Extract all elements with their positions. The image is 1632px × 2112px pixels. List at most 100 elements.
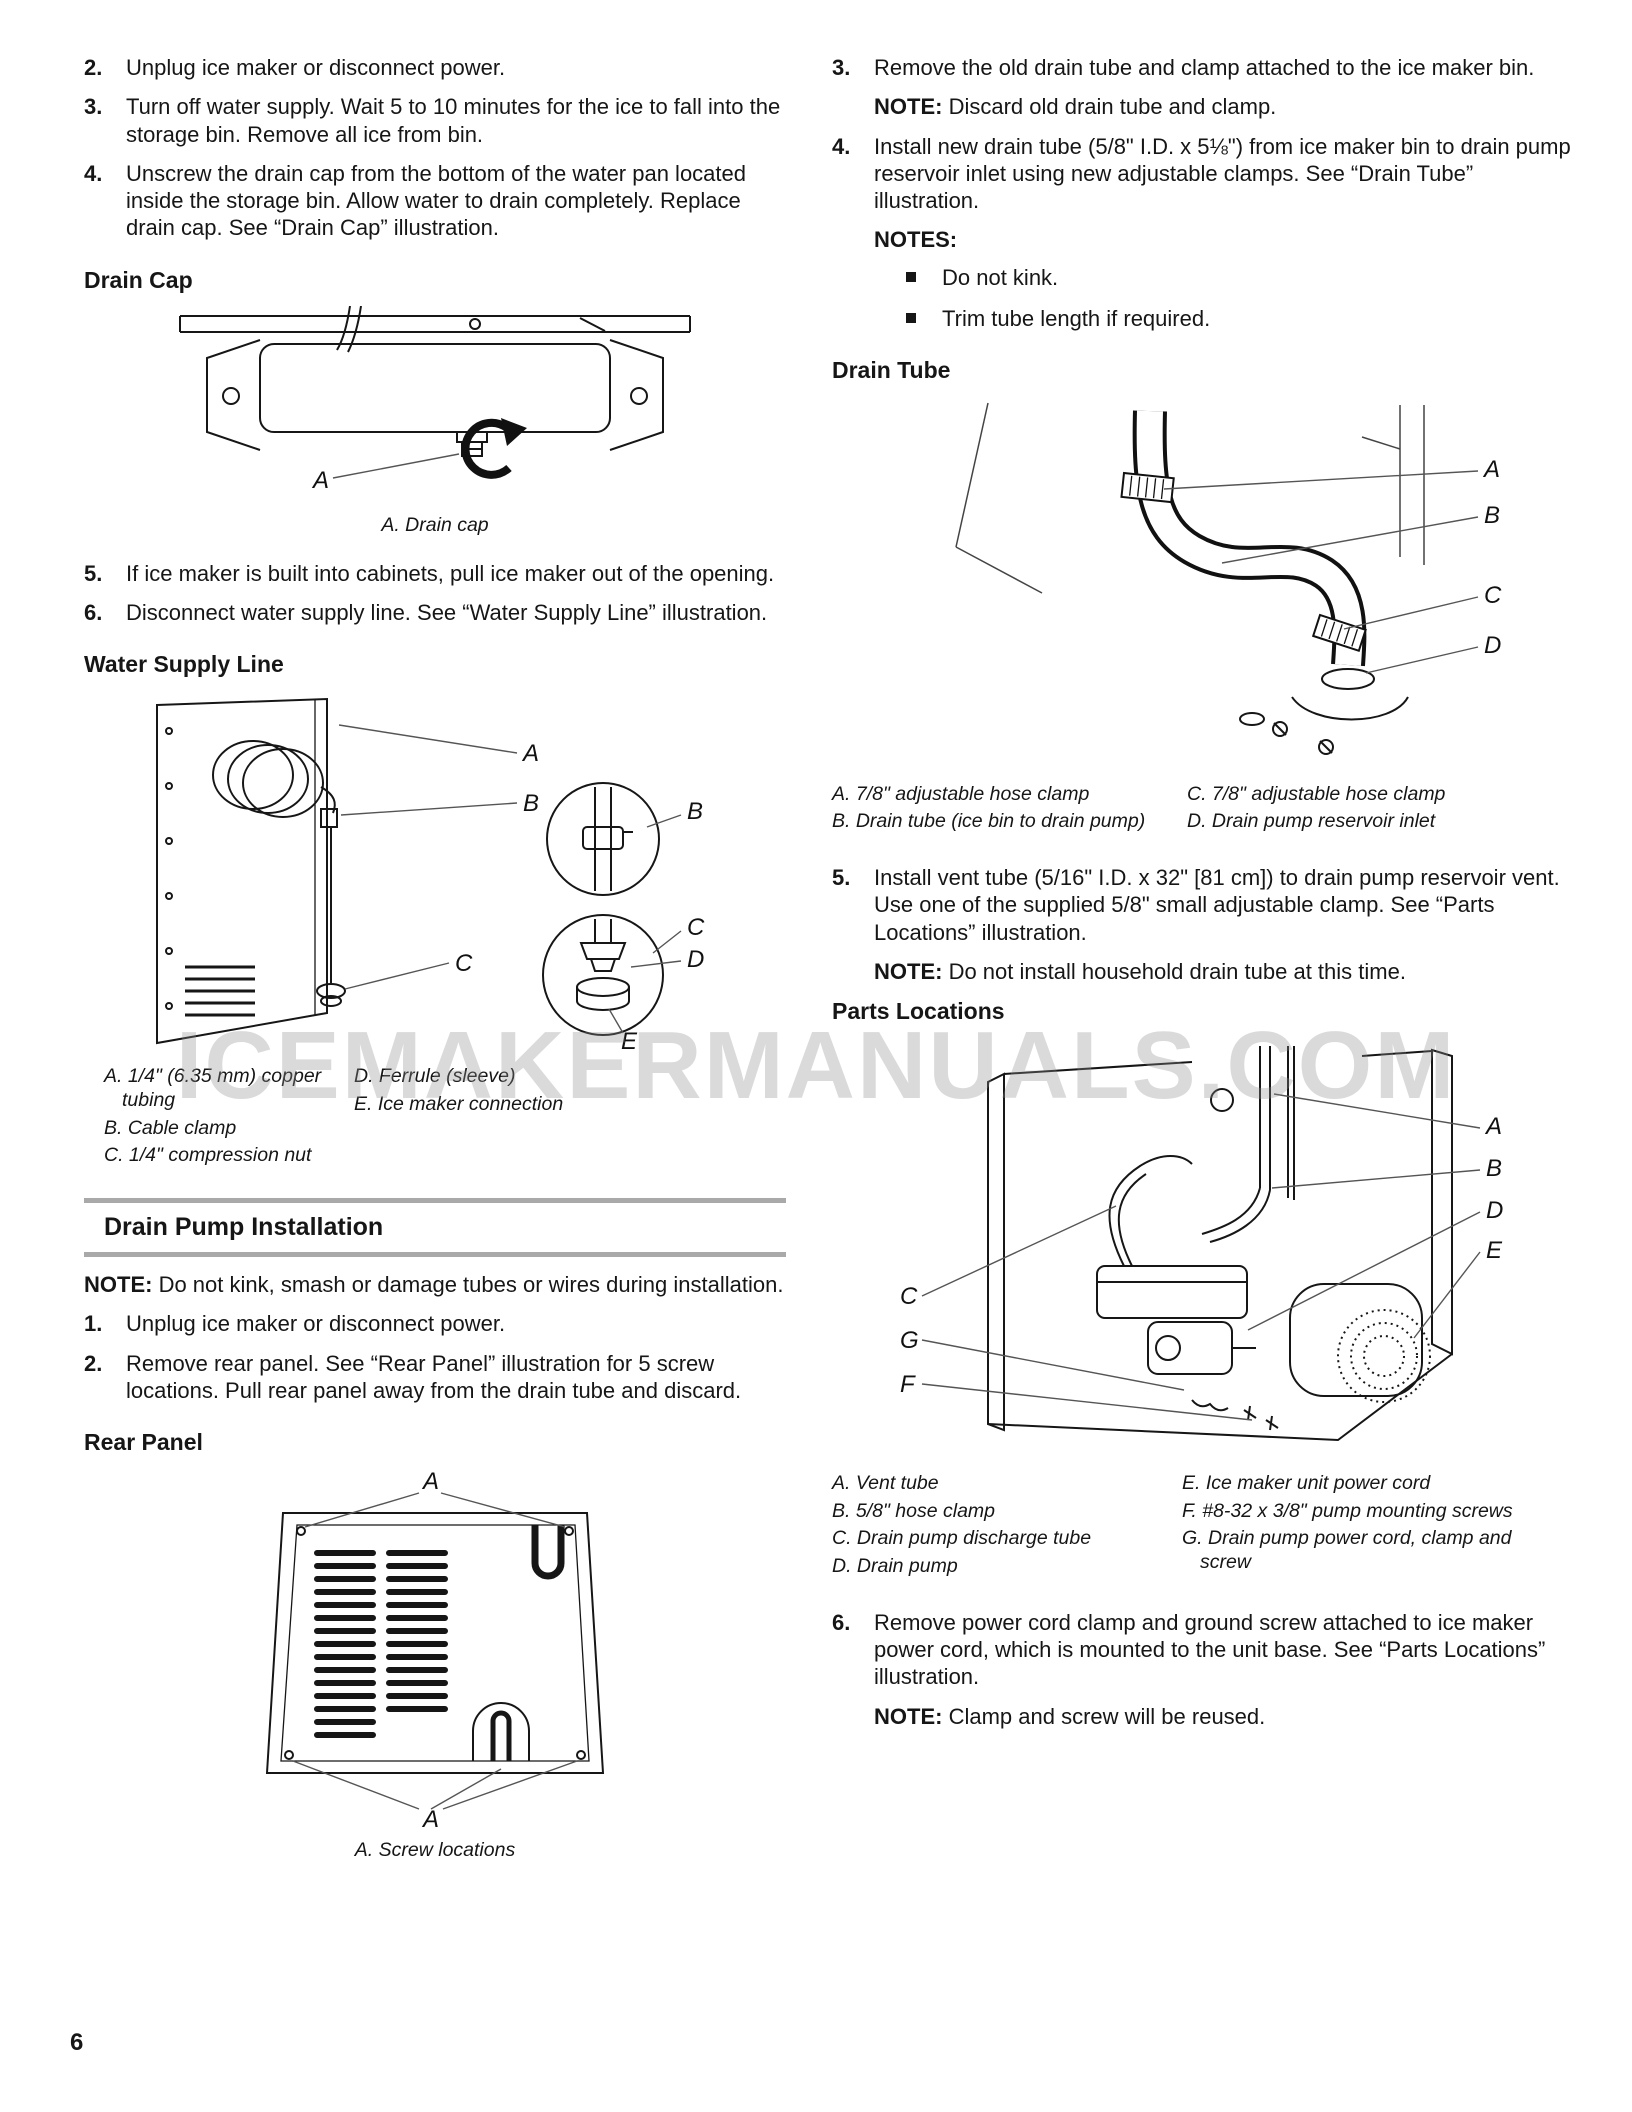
step-number: 2. <box>84 1350 103 1376</box>
step-number: 6. <box>84 600 103 626</box>
note: NOTE: Discard old drain tube and clamp. <box>874 93 1572 120</box>
step-text: Unplug ice maker or disconnect power. <box>126 1311 506 1337</box>
note-text: Discard old drain tube and clamp. <box>942 94 1277 120</box>
list-item: 4. Unscrew the drain cap from the bottom… <box>84 160 786 242</box>
rear-panel-heading: Rear Panel <box>84 1429 203 1456</box>
figure-label-d: D <box>1484 632 1501 659</box>
bullet-text: Do not kink. <box>942 264 1059 290</box>
caption-line: B. 5/8" hose clamp <box>832 1499 996 1522</box>
caption-line: C. Drain pump discharge tube <box>832 1527 1092 1550</box>
caption-line: B. Drain tube (ice bin to drain pump) <box>832 810 1146 833</box>
page-number: 6 <box>70 2029 84 2056</box>
step-text: Disconnect water supply line. See “Water… <box>126 600 768 626</box>
compressor-and-cord-coil <box>1289 1282 1431 1403</box>
figure-label-e: E <box>621 1028 638 1051</box>
step-number: 5. <box>84 560 103 586</box>
pump-reservoir-inlet <box>1239 667 1409 755</box>
rear-panel-illustration: A A <box>265 1469 605 1829</box>
list-item: 4. Install new drain tube (5/8" I.D. x 5… <box>832 133 1572 215</box>
step-number: 3. <box>832 55 851 80</box>
list-item: 6. Disconnect water supply line. See “Wa… <box>84 599 786 626</box>
water-supply-heading: Water Supply Line <box>84 651 284 678</box>
base-hardware <box>1191 1399 1279 1430</box>
figure-label-b-detail: B <box>687 798 703 825</box>
leader-lines <box>292 1491 578 1810</box>
water-supply-figure: A B C B C D E A. 1/4" (6.35 mm) copper t… <box>84 691 786 1172</box>
note-label: NOTE: <box>84 1272 153 1298</box>
vent-slats <box>314 1549 448 1738</box>
note-text: Do not install household drain tube at t… <box>942 959 1406 984</box>
ice-maker-back-panel <box>156 697 328 1045</box>
caption-line: E. Ice maker unit power cord <box>1182 1471 1431 1494</box>
leader-lines <box>338 724 682 1034</box>
caption-line: G. Drain pump power cord, clamp and scre… <box>1182 1527 1512 1574</box>
hose-clamp-bottom <box>1311 613 1367 652</box>
step-text: Install vent tube (5/16" I.D. x 32" [81 … <box>874 865 1560 945</box>
list-item: 5. Install vent tube (5/16" I.D. x 32" [… <box>832 864 1572 946</box>
list-item: 2. Remove rear panel. See “Rear Panel” i… <box>84 1350 786 1405</box>
rear-panel-outline <box>265 1511 605 1774</box>
figure-label-b: B <box>523 790 539 817</box>
step-text: Unplug ice maker or disconnect power. <box>126 55 506 80</box>
step-number: 4. <box>832 133 851 159</box>
section-rule-bottom <box>84 1252 786 1258</box>
figure-captions: A. 7/8" adjustable hose clamp B. Drain t… <box>832 783 1572 839</box>
parts-locations-figure: A B D E C G F A. Vent tube B. 5/8" hose … <box>832 1038 1572 1583</box>
bullet-square-icon <box>906 312 916 323</box>
drain-cap-figure: A A. Drain cap <box>84 306 786 538</box>
figure-label-f: F <box>900 1371 916 1398</box>
figure-caption: A. Screw locations <box>354 1838 516 1861</box>
step-text: Turn off water supply. Wait 5 to 10 minu… <box>126 94 781 147</box>
cabinet-outline <box>987 1048 1453 1441</box>
note-label: NOTE: <box>874 959 943 984</box>
drain-pump-section-header: Drain Pump Installation <box>84 1198 786 1258</box>
figure-label-b: B <box>1484 502 1500 529</box>
caption-line: B. Cable clamp <box>104 1116 237 1139</box>
list-item: 6. Remove power cord clamp and ground sc… <box>832 1609 1572 1691</box>
drain-tube-cutout <box>472 1701 530 1761</box>
notes-label: NOTES: <box>874 227 958 253</box>
rear-panel-figure: A A A. Screw locations <box>84 1469 786 1863</box>
leader-lines <box>921 1093 1481 1421</box>
list-item: 3. Remove the old drain tube and clamp a… <box>832 54 1572 81</box>
figure-captions: A. Vent tube B. 5/8" hose clamp C. Drain… <box>832 1472 1572 1583</box>
caption-line: D. Ferrule (sleeve) <box>354 1064 516 1087</box>
step-text: If ice maker is built into cabinets, pul… <box>126 560 775 586</box>
copper-tubing-coil <box>212 739 346 1007</box>
list-item: 5. If ice maker is built into cabinets, … <box>84 560 786 587</box>
bullet-text: Trim tube length if required. <box>942 305 1211 331</box>
figure-label-a: A <box>1484 1113 1502 1140</box>
note-label: NOTE: <box>874 94 943 120</box>
note: NOTE: Do not kink, smash or damage tubes… <box>84 1271 786 1298</box>
step-number: 1. <box>84 1311 103 1337</box>
caption-line: D. Drain pump reservoir inlet <box>1187 810 1436 833</box>
caption-line: A. 1/4" (6.35 mm) copper tubing <box>104 1064 322 1111</box>
compression-fitting-detail <box>542 913 664 1036</box>
water-supply-illustration: A B C B C D E <box>156 697 705 1051</box>
hose-clamp-top <box>1120 471 1175 503</box>
caption-line: C. 1/4" compression nut <box>104 1144 312 1167</box>
figure-label-a: A <box>311 467 329 494</box>
bullet-item: Do not kink. <box>906 264 1572 291</box>
note: NOTE: Clamp and screw will be reused. <box>874 1703 1572 1730</box>
parts-locations-illustration: A B D E C G F <box>900 1045 1503 1441</box>
vent-tube-and-cord <box>1201 1045 1295 1243</box>
step-text: Remove power cord clamp and ground screw… <box>874 1609 1546 1690</box>
drain-cap-illustration: A <box>179 306 691 494</box>
figure-label-c-detail: C <box>687 914 705 941</box>
left-column: 2. Unplug ice maker or disconnect power.… <box>84 54 786 1884</box>
figure-label-a: A <box>1482 456 1500 483</box>
step-number: 2. <box>84 55 103 80</box>
note: NOTE: Do not install household drain tub… <box>874 958 1572 985</box>
bullet-square-icon <box>906 271 916 282</box>
rotation-arrow-icon <box>461 418 527 479</box>
note-label: NOTE: <box>874 1703 943 1729</box>
step-number: 3. <box>84 94 103 120</box>
caption-line: D. Drain pump <box>832 1555 958 1578</box>
figure-label-g: G <box>900 1327 919 1354</box>
step-text: Install new drain tube (5/8" I.D. x 5⅛")… <box>874 133 1571 214</box>
list-item: 2. Unplug ice maker or disconnect power. <box>84 54 786 81</box>
caption-line: E. Ice maker connection <box>354 1092 564 1115</box>
figure-label-a-top: A <box>421 1469 439 1495</box>
figure-label-a-bottom: A <box>421 1806 439 1829</box>
